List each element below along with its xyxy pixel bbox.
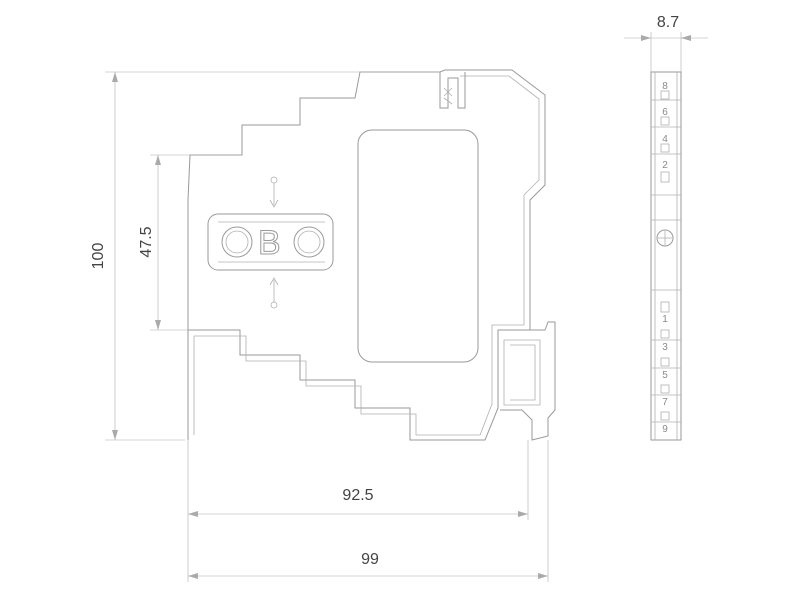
terminal-7-slot [660, 384, 670, 394]
dimension-label-100: 100 [90, 243, 107, 270]
release-arrow-bottom [269, 277, 279, 309]
terminal-8-slot [660, 90, 670, 100]
terminal-2-slot [660, 171, 670, 183]
terminal-label-9: 9 [662, 424, 668, 435]
side-view-inner-outline [193, 75, 540, 436]
front-view-body [650, 71, 682, 441]
terminal-4-slot [660, 143, 670, 153]
dimension-label-99: 99 [361, 551, 379, 568]
terminal-5-slot [660, 357, 670, 367]
label-window [357, 129, 479, 363]
terminal-label-7: 7 [662, 397, 668, 408]
dimension-depth-body: 92.5 [187, 440, 529, 582]
terminal-label-2: 2 [662, 160, 668, 171]
terminal-3-slot [660, 329, 670, 339]
terminal-label-3: 3 [662, 342, 668, 353]
obo-logo: B [207, 213, 334, 271]
terminal-label-4: 4 [662, 134, 668, 145]
terminal-9-slot [660, 411, 670, 421]
terminal-1-slot [660, 301, 670, 313]
side-view: B [187, 69, 556, 441]
dimension-height-total: 100 [90, 71, 440, 441]
dimension-label-47-5: 47.5 [138, 226, 155, 257]
release-arrow-top [269, 176, 279, 208]
dimension-width-module: 8.7 [624, 14, 708, 72]
top-clip [439, 72, 466, 109]
top-clip-detail [443, 87, 453, 105]
terminal-label-5: 5 [662, 370, 668, 381]
logo-letter-o-left [221, 226, 253, 258]
front-view: 8 6 4 2 1 3 5 7 9 [650, 71, 682, 441]
terminal-label-6: 6 [662, 107, 668, 118]
din-rail-clip-inner [503, 339, 541, 406]
dimension-label-92-5: 92.5 [342, 487, 373, 504]
din-rail-clip [498, 321, 556, 441]
dimension-label-8-7: 8.7 [657, 14, 679, 31]
terminal-label-1: 1 [662, 314, 668, 325]
logo-letter-o-right [293, 226, 325, 258]
terminal-label-8: 8 [662, 81, 668, 92]
terminal-6-slot [660, 116, 670, 126]
dimension-depth-total: 99 [188, 440, 549, 582]
logo-letter-b: B [258, 224, 281, 262]
dimension-height-front: 47.5 [138, 154, 242, 331]
side-view-body-outline [187, 69, 546, 441]
screw-icon [656, 229, 674, 247]
